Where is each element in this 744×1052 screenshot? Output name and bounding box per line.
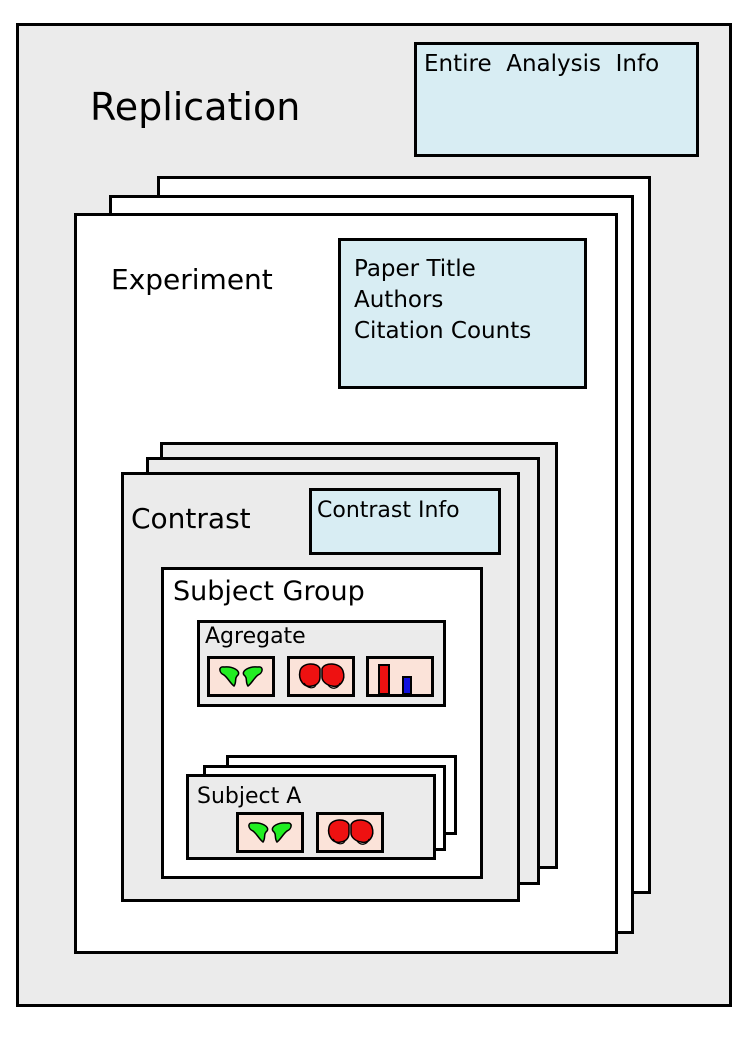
authors-line: Authors [354, 287, 444, 313]
contrast-info-label: Contrast Info [317, 498, 460, 523]
green-brain-icon [248, 822, 292, 844]
subject-green-brain-thumbnail [236, 812, 304, 853]
analysis-info-box [414, 42, 699, 157]
replication-label: Replication [90, 85, 301, 129]
paper-info-lines: Paper Title Authors Citation Counts [354, 254, 531, 347]
aggregate-green-brain-thumbnail [207, 656, 275, 697]
bar-chart-icon [378, 664, 412, 694]
red-brain-icon [298, 663, 345, 689]
aggregate-label: Agregate [205, 624, 306, 649]
paper-info-box [338, 238, 587, 389]
subject-group-label: Subject Group [173, 576, 365, 607]
paper-title-line: Paper Title [354, 256, 476, 282]
subject-red-brain-thumbnail [316, 812, 384, 853]
experiment-label: Experiment [111, 263, 273, 296]
green-brain-icon [219, 666, 263, 688]
red-brain-icon [327, 819, 374, 845]
subject-label: Subject A [197, 784, 302, 809]
contrast-label: Contrast [131, 502, 251, 535]
aggregate-bar-chart-thumbnail [366, 656, 434, 697]
contrast-info-box [309, 488, 501, 555]
subject-panel [186, 774, 436, 860]
analysis-info-label: Entire Analysis Info [424, 51, 660, 77]
aggregate-red-brain-thumbnail [287, 656, 355, 697]
citation-counts-line: Citation Counts [354, 318, 532, 344]
